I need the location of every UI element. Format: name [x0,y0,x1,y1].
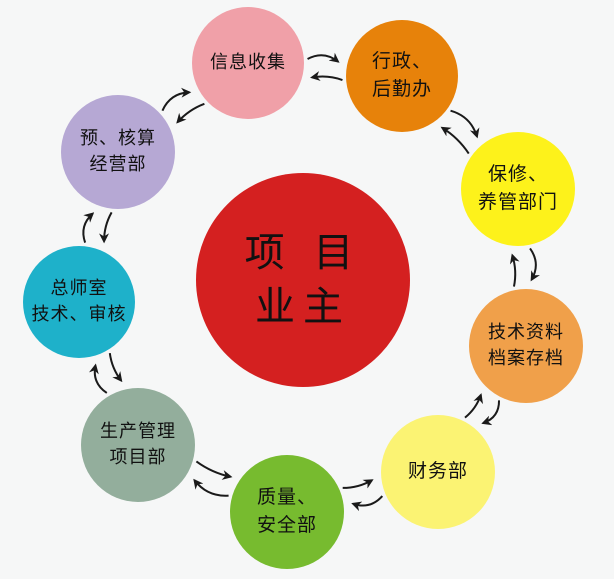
arrow-clockwise [481,400,501,426]
center-label-line-1: 项 目 [244,230,362,276]
arrow-clockwise [193,478,229,497]
node-tech-archives: 技术资料 档案存档 [469,289,583,403]
arrow-counter-clockwise [342,479,374,489]
node-label: 预、核算 [80,127,156,149]
center-label-line-2: 业主 [255,284,351,330]
node-maintenance: 保修、 养管部门 [461,132,575,246]
node-label: 生产管理 [100,420,176,442]
node-production-mgmt: 生产管理 项目部 [81,388,195,502]
node-label: 质量、 [256,486,317,509]
node-label: 财务部 [407,460,468,483]
arrow-clockwise [88,363,108,394]
arrow-clockwise [82,212,95,243]
node-label: 安全部 [256,514,317,536]
arrow-counter-clockwise [509,253,520,287]
arrow-clockwise [307,52,340,63]
node-finance: 财务部 [381,415,495,529]
node-quality-safety: 质量、 安全部 [230,455,344,569]
node-label: 总师室 [50,277,108,299]
node-label: 技术资料 [488,321,564,343]
node-label: 养管部门 [477,191,558,213]
node-info-collection: 信息收集 [192,7,304,119]
arrow-counter-clockwise [108,352,123,383]
node-label: 项目部 [109,447,167,468]
arrow-counter-clockwise [195,460,233,480]
arrow-clockwise [161,87,192,112]
node-label: 档案存档 [488,348,564,369]
node-label: 信息收集 [210,51,286,73]
arrow-counter-clockwise [464,393,483,419]
arrow-counter-clockwise [99,211,113,244]
arrow-counter-clockwise [440,126,470,155]
arrow-clockwise [351,495,384,512]
node-label: 保修、 [487,163,548,186]
arrow-counter-clockwise [176,102,205,124]
node-label: 后勤办 [371,78,432,100]
node-label: 经营部 [89,154,147,175]
arrow-counter-clockwise [310,71,343,81]
arrow-clockwise [529,247,540,282]
node-admin-logistics: 行政、 后勤办 [346,20,458,132]
node-label: 行政、 [371,50,432,73]
node-chief-engineer: 总师室 技术、审核 [23,246,135,358]
project-owner-center: 项 目 业主 [196,173,410,387]
node-label: 技术、审核 [31,304,127,325]
node-budget-operations: 预、核算 经营部 [61,95,175,209]
arrow-clockwise [450,109,480,139]
